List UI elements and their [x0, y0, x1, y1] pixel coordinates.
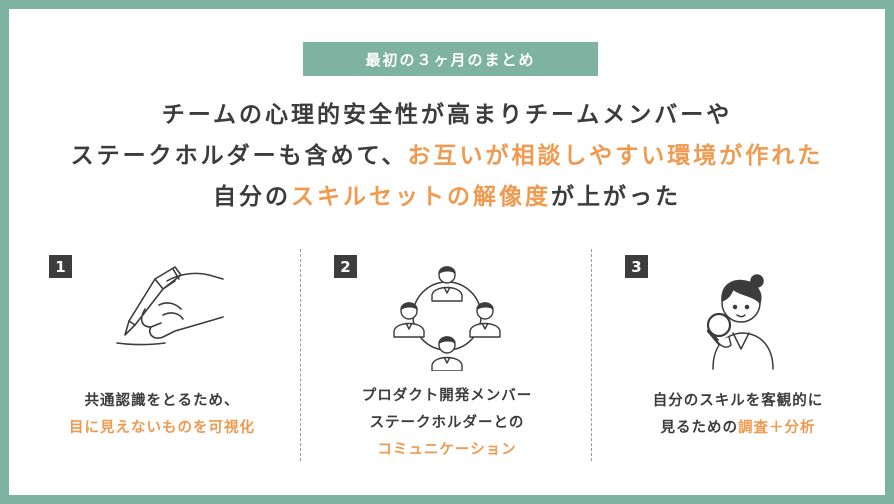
caption-line-2-highlight: 調査＋分析 [738, 420, 816, 436]
caption-line-1: プロダクト開発メンバー [361, 388, 533, 404]
summary-banner: 最初の３ヶ月のまとめ [303, 42, 598, 76]
headline: チームの心理的安全性が高まりチームメンバーや ステークホルダーも含めて、お互いが… [9, 95, 885, 218]
point-number-badge: 2 [334, 255, 357, 278]
column-divider-1 [300, 249, 301, 461]
headline-line-1: チームの心理的安全性が高まりチームメンバーや [161, 102, 733, 128]
slide: 最初の３ヶ月のまとめ チームの心理的安全性が高まりチームメンバーや ステークホル… [9, 9, 885, 495]
caption-line-2-highlight: 目に見えないものを可視化 [69, 420, 255, 436]
headline-line-2: ステークホルダーも含めて、お互いが相談しやすい環境が作れた [9, 136, 885, 177]
caption-line-1: 共通認識をとるため、 [84, 393, 240, 409]
caption-line-2: 見るための調査＋分析 [603, 415, 873, 442]
headline-line-3-plain-end: が上がった [551, 184, 681, 210]
banner-title: 最初の３ヶ月のまとめ [365, 50, 536, 69]
point-caption: プロダクト開発メンバー ステークホルダーとの コミュニケーション [312, 383, 582, 464]
headline-line-2-plain: ステークホルダーも含めて、 [70, 143, 408, 169]
point-column-2: 2 プロダクト開発メンバー ステークホルダーとの コミュニケーション [312, 255, 582, 465]
headline-line-2-highlight: お互いが相談しやすい環境が作れた [407, 143, 824, 169]
point-column-1: 1 共通認識をとるため、 目に見えないものを可視化 [27, 255, 297, 465]
point-caption: 共通認識をとるため、 目に見えないものを可視化 [27, 388, 297, 442]
point-number-badge: 1 [49, 255, 72, 278]
magnifying-glass-person-icon [706, 274, 774, 370]
caption-line-1: 自分のスキルを客観的に [652, 393, 824, 409]
team-network-icon [393, 266, 501, 371]
column-divider-2 [591, 249, 592, 461]
caption-line-2: ステークホルダーとの [369, 415, 525, 431]
headline-line-3: 自分のスキルセットの解像度が上がった [9, 177, 885, 218]
caption-line-3-highlight: コミュニケーション [377, 442, 517, 458]
hand-writing-icon [116, 266, 224, 346]
headline-line-3-highlight: スキルセットの解像度 [291, 184, 551, 210]
caption-line-2-plain: 見るための [660, 420, 738, 436]
point-number-badge: 3 [625, 255, 648, 278]
headline-line-3-plain-start: 自分の [213, 184, 291, 210]
point-caption: 自分のスキルを客観的に 見るための調査＋分析 [603, 388, 873, 442]
point-column-3: 3 自分のスキルを客観的に 見るための調査＋分析 [603, 255, 873, 465]
